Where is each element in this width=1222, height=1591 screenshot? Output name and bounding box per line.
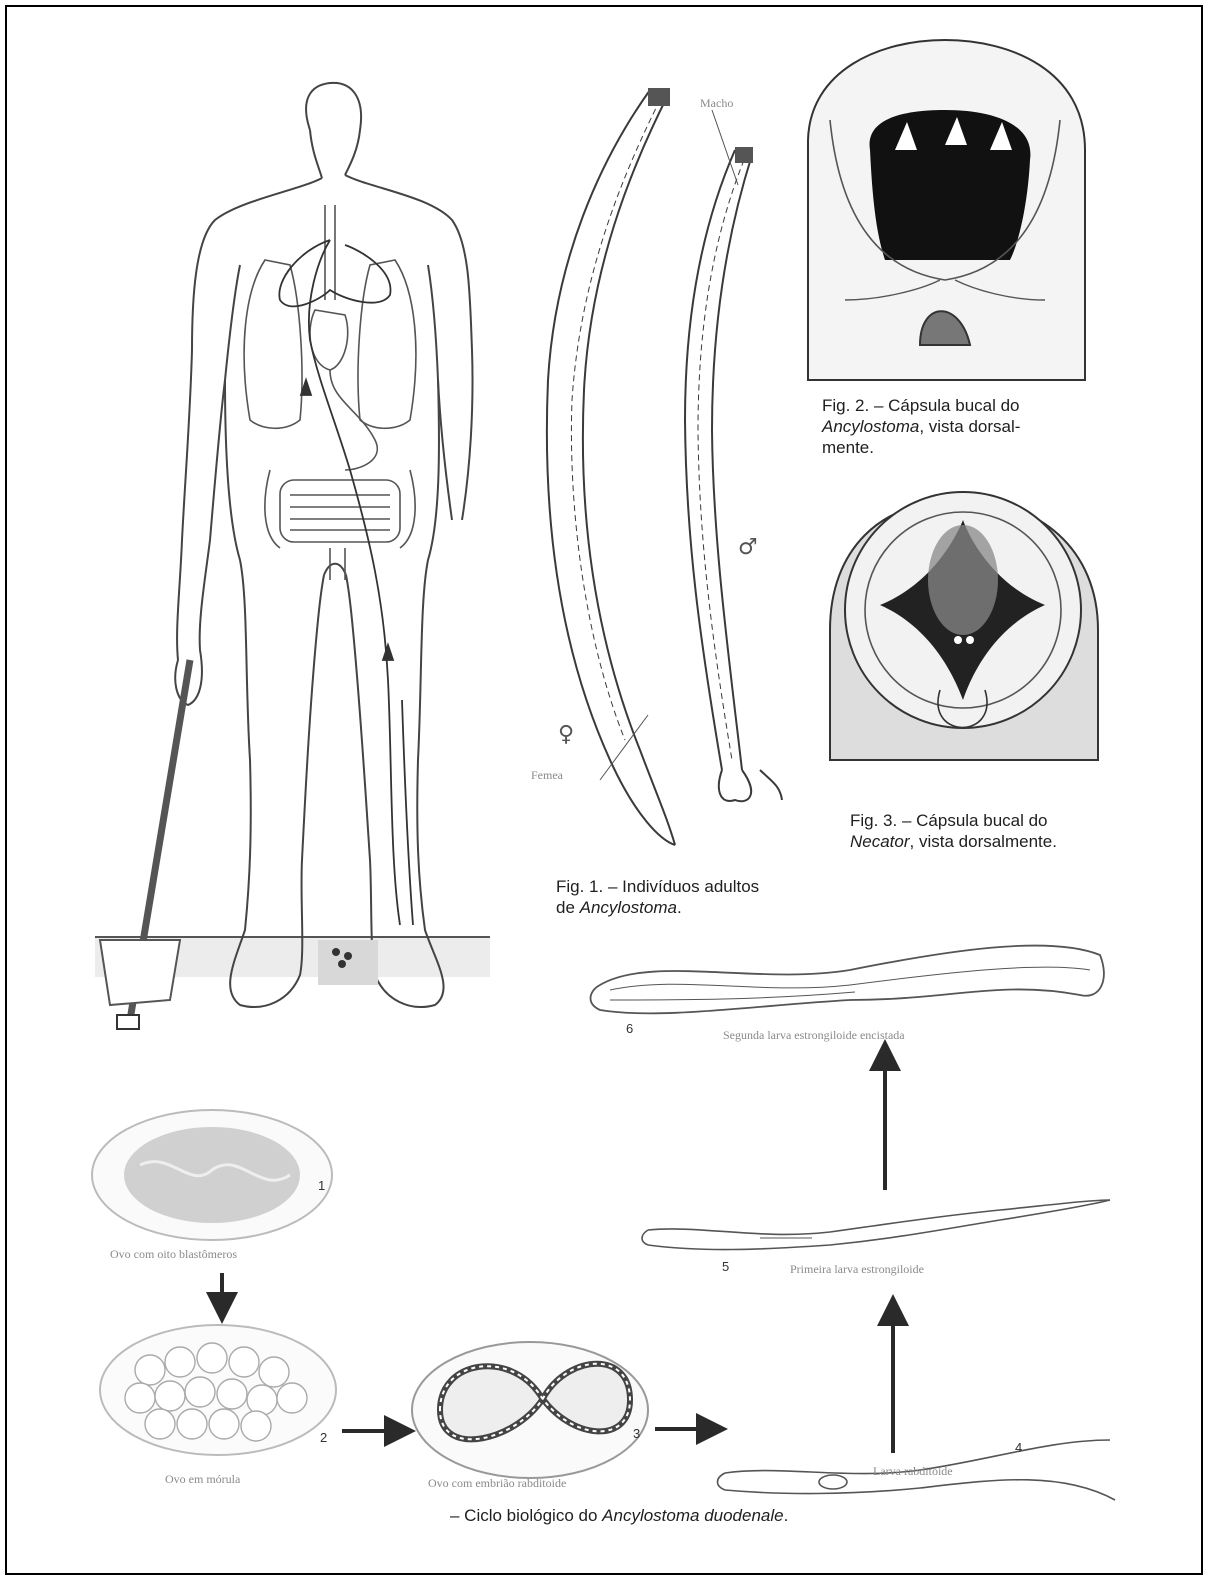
- stage1-number: 1: [318, 1178, 325, 1193]
- stage1-egg: [92, 1110, 332, 1240]
- femea-label: Femea: [531, 768, 563, 783]
- fig2-caption-rest: , vista dorsal-: [919, 417, 1020, 436]
- stage3-number: 3: [633, 1426, 640, 1441]
- female-symbol: ♀: [558, 722, 574, 747]
- fig3-caption-line2: Necator, vista dorsalmente.: [850, 831, 1057, 852]
- cycle-caption: – Ciclo biológico do Ancylostoma duodena…: [450, 1505, 788, 1526]
- stage4-label: Larva rabditoide: [873, 1464, 953, 1479]
- fig3-caption: Fig. 3. – Cápsula bucal do Necator, vist…: [850, 810, 1057, 852]
- fig1-caption-line2: de Ancylostoma.: [556, 897, 759, 918]
- fig2-caption-line2: Ancylostoma, vista dorsal-: [822, 416, 1020, 437]
- fig3-caption-rest: , vista dorsalmente.: [910, 832, 1057, 851]
- stage5-strongyloid-larva: [642, 1200, 1110, 1250]
- stage2-label: Ovo em mórula: [165, 1472, 240, 1487]
- stage1-label: Ovo com oito blastômeros: [110, 1247, 237, 1262]
- male-symbol: ♂: [738, 535, 758, 560]
- soil-eggs: [318, 940, 378, 985]
- stage3-label: Ovo com embrião rabditoide: [428, 1476, 566, 1491]
- fig3-genus: Necator: [850, 832, 910, 851]
- fig2-genus: Ancylostoma: [822, 417, 919, 436]
- stage2-egg: [100, 1325, 336, 1455]
- cycle-caption-prefix: – Ciclo biológico do: [450, 1506, 602, 1525]
- cycle-species: Ancylostoma duodenale: [602, 1506, 783, 1525]
- stage5-number: 5: [722, 1259, 729, 1274]
- stage6-number: 6: [626, 1021, 633, 1036]
- stage6-label: Segunda larva estrongiloide encistada: [723, 1028, 905, 1043]
- stage5-label: Primeira larva estrongiloide: [790, 1262, 924, 1277]
- human-figure: [175, 83, 472, 1007]
- male-worm: [685, 147, 782, 801]
- ancylostoma-buccal-capsule: [808, 40, 1085, 380]
- stage2-number: 2: [320, 1430, 327, 1445]
- macho-leader: [600, 110, 738, 780]
- stage4-number: 4: [1015, 1440, 1022, 1455]
- stage3-egg: [412, 1342, 648, 1478]
- internal-organs: [244, 205, 416, 580]
- fig2-caption-line3: mente.: [822, 437, 1020, 458]
- fig1-genus: Ancylostoma: [580, 898, 677, 917]
- fig1-caption: Fig. 1. – Indivíduos adultos de Ancylost…: [556, 876, 759, 918]
- macho-label: Macho: [700, 96, 733, 111]
- fig3-caption-line1: Fig. 3. – Cápsula bucal do: [850, 810, 1057, 831]
- stage6-encysted-larva: [591, 946, 1104, 1014]
- fig1-caption-line1: Fig. 1. – Indivíduos adultos: [556, 876, 759, 897]
- fig2-caption: Fig. 2. – Cápsula bucal do Ancylostoma, …: [822, 395, 1020, 458]
- fig2-caption-line1: Fig. 2. – Cápsula bucal do: [822, 395, 1020, 416]
- necator-buccal-capsule: [830, 492, 1098, 760]
